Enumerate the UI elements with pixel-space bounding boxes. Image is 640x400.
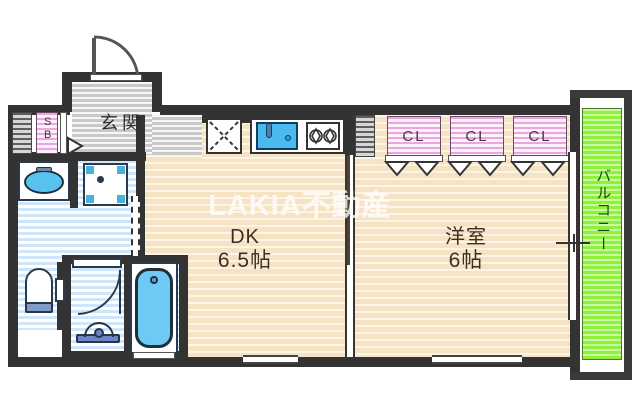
closet-1[interactable]: CL — [387, 116, 441, 156]
closet-2-label: CL — [465, 128, 489, 145]
shower-head — [84, 322, 114, 338]
kitchen-sink — [256, 122, 298, 150]
wall-dk-bedroom — [345, 115, 355, 155]
wash-basin-faucet — [36, 167, 52, 172]
bathroom-vanity — [72, 258, 122, 268]
shoe-box-label: SB — [41, 116, 54, 142]
wash-basin — [24, 170, 64, 194]
sliding-door-dk-bedroom[interactable] — [345, 155, 355, 357]
entrance-door-arc — [93, 35, 140, 80]
wall-balcony-right — [624, 90, 632, 380]
kitchen-sink-drain — [285, 135, 291, 141]
washing-machine-space — [83, 163, 128, 206]
kitchen-faucet — [266, 123, 272, 138]
wall-outer-top-right — [160, 105, 580, 115]
washing-machine-foot-br — [117, 195, 125, 203]
wall-washroom-divider — [70, 160, 78, 208]
closet-1-label: CL — [402, 128, 426, 145]
washing-machine-foot-tl — [86, 166, 94, 174]
closet-2[interactable]: CL — [450, 116, 504, 156]
closet-3-label: CL — [528, 128, 552, 145]
dk-room-size: 6.5帖 — [217, 249, 273, 272]
window-dk-bottom[interactable] — [243, 355, 298, 364]
dk-room-name: DK — [230, 226, 260, 248]
bedroom-label-group: 洋室 6帖 — [416, 226, 516, 273]
wall-outer-top-left — [8, 105, 70, 115]
bathtub-threshold — [133, 352, 175, 359]
wall-genkan-lower — [68, 152, 146, 161]
washing-machine-foot-bl — [86, 195, 94, 203]
entrance-door-leaf[interactable] — [92, 38, 96, 78]
balcony-floor — [582, 108, 622, 360]
wall-washroom-right — [136, 115, 145, 170]
shoe-box-door[interactable] — [60, 112, 67, 154]
wall-genkan-right — [152, 72, 162, 112]
bathtub-drain — [150, 276, 158, 284]
closet-door-sill-1 — [385, 155, 443, 162]
washing-machine-drain — [97, 176, 104, 183]
bathroom-door-arc[interactable] — [74, 268, 122, 316]
wall-bath-left — [62, 255, 71, 360]
wall-balcony-bottom — [570, 372, 632, 380]
bathtub — [135, 268, 173, 348]
entry-direction-arrow — [67, 136, 85, 156]
dk-label-group: DK 6.5帖 — [195, 226, 295, 273]
wall-washroom-bottom — [8, 152, 68, 161]
closet-door-sill-2 — [448, 155, 506, 162]
wall-genkan-left — [62, 72, 72, 112]
pipe-shaft-kitchen — [355, 115, 375, 157]
washing-machine-foot-tr — [117, 166, 125, 174]
balcony-door-handle-icon — [556, 234, 590, 252]
balcony-label: バルコニー — [594, 168, 612, 253]
wall-bath-right — [179, 255, 188, 360]
wall-outer-left — [8, 105, 18, 367]
wall-bath-bottom — [62, 351, 188, 360]
window-bedroom-bottom[interactable] — [432, 355, 522, 364]
genkan-hall-floor — [152, 115, 202, 155]
shoe-box[interactable]: SB — [36, 112, 58, 154]
toilet-paper-holder — [55, 278, 65, 302]
washroom-sliding-door[interactable] — [131, 196, 140, 256]
sliding-door-panel-overlap — [347, 155, 350, 265]
bedroom-room-size: 6帖 — [448, 249, 484, 272]
wall-balcony-top — [570, 90, 632, 98]
refrigerator-cross-icon — [209, 121, 239, 151]
entrance-threshold — [90, 74, 142, 81]
pipe-shaft-left — [12, 112, 32, 154]
gas-burner-icons — [309, 127, 337, 145]
closet-3[interactable]: CL — [513, 116, 567, 156]
toilet-tank — [25, 302, 53, 313]
closet-folding-door-chevrons — [383, 161, 567, 177]
wall-tub-divider — [124, 258, 130, 354]
bedroom-room-name: 洋室 — [445, 226, 487, 248]
genkan-label: 玄関 — [100, 113, 144, 133]
